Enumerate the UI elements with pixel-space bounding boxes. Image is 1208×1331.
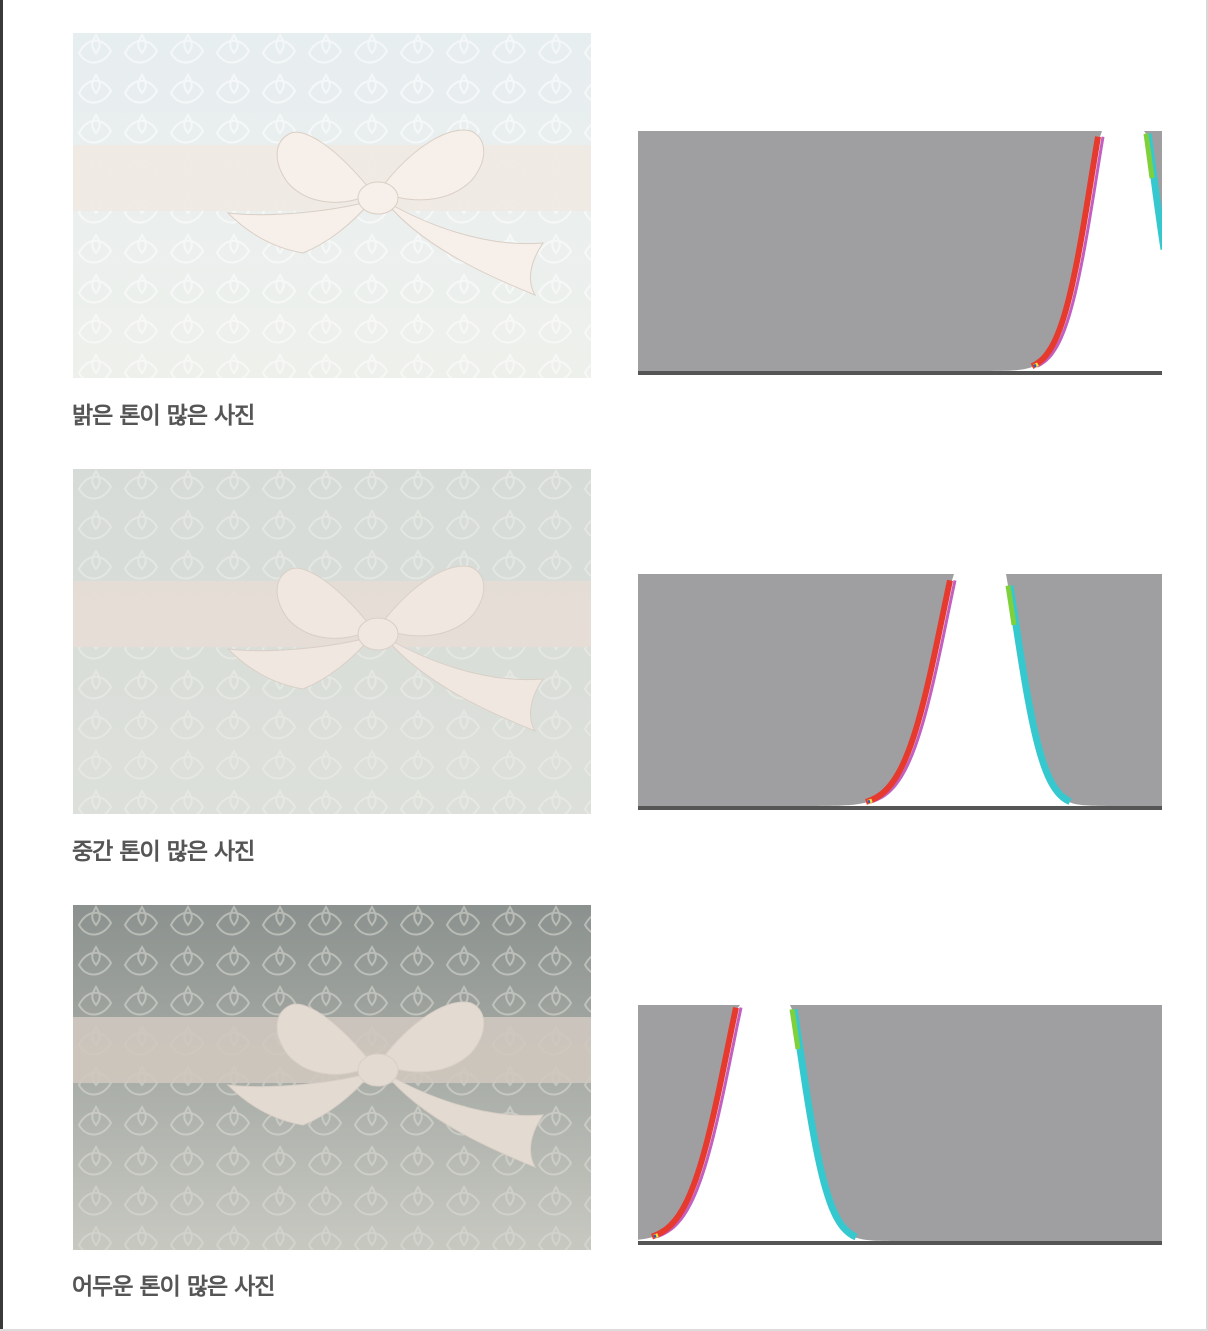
histogram-canvas — [638, 1005, 1162, 1245]
histogram-baseline — [638, 1241, 1162, 1245]
bow-shape — [226, 565, 545, 733]
histogram-cyan-edge — [1006, 585, 1072, 805]
histogram-red-edge — [651, 1006, 739, 1240]
page-right-border — [1206, 0, 1208, 1331]
histogram-blue-edge — [653, 1234, 657, 1239]
bright-tone-histogram — [638, 131, 1162, 379]
photo-canvas — [73, 469, 591, 814]
histogram-red-edge — [1030, 136, 1101, 369]
dark-tone-photo — [73, 905, 591, 1250]
histogram-magenta-edge — [870, 580, 957, 804]
histogram-red-edge — [865, 579, 953, 805]
bow-shape — [226, 1001, 545, 1169]
histogram-canvas — [638, 574, 1162, 810]
histogram-green-edge — [1005, 585, 1017, 626]
histogram-baseline — [638, 806, 1162, 810]
photo-canvas — [73, 33, 591, 378]
histogram-luminance-area — [638, 574, 1162, 806]
mid-tone-histogram — [638, 574, 1162, 814]
mid-tone-photo — [73, 469, 591, 814]
bright-tone-caption: 밝은 톤이 많은 사진 — [72, 403, 255, 429]
dark-tone-histogram — [638, 1005, 1162, 1249]
histogram-canvas — [638, 131, 1162, 375]
histogram-luminance-area — [638, 131, 1162, 371]
histogram-luminance-area — [638, 1005, 1162, 1241]
histogram-green-edge — [1143, 133, 1155, 179]
histogram-magenta-edge — [656, 1007, 743, 1239]
mid-tone-caption: 중간 톤이 많은 사진 — [72, 839, 255, 865]
histogram-cyan-edge — [790, 1008, 858, 1241]
histogram-blue-edge — [867, 799, 871, 804]
photo-canvas — [73, 905, 591, 1250]
histogram-baseline — [638, 371, 1162, 375]
dark-tone-caption: 어두운 톤이 많은 사진 — [72, 1274, 275, 1300]
bright-tone-photo — [73, 33, 591, 378]
histogram-blue-edge — [1033, 363, 1037, 368]
histogram-green-edge — [789, 1008, 801, 1050]
page-left-border — [0, 0, 3, 1331]
page-bottom-border — [0, 1329, 1208, 1331]
bow-shape — [226, 129, 545, 297]
histogram-magenta-edge — [1036, 136, 1105, 368]
